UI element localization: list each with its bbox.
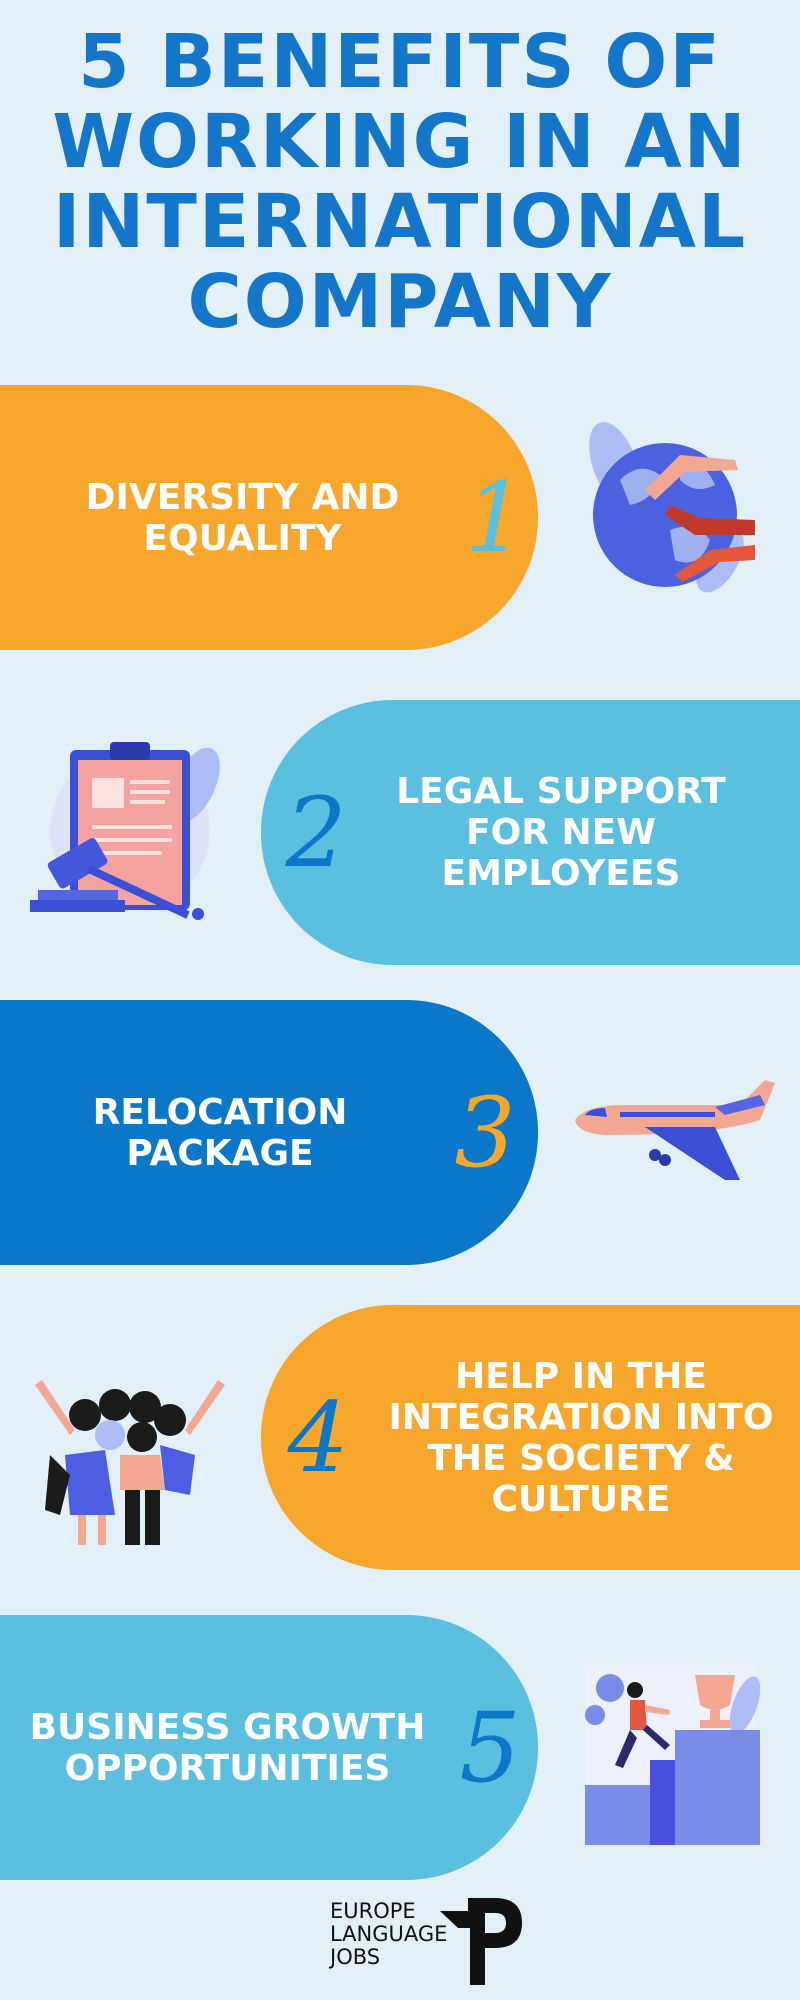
benefit-title: Help in the integration into the society… bbox=[381, 1305, 781, 1570]
logo-line: JOBS bbox=[330, 1945, 381, 1969]
title-line: Working in an bbox=[52, 99, 748, 185]
benefit-title-line: Business growth bbox=[29, 1706, 426, 1748]
benefit-number: 1 bbox=[464, 461, 526, 574]
title-line: 5 Benefits of bbox=[78, 19, 722, 105]
benefit-title-line: opportunities bbox=[64, 1747, 391, 1789]
airplane-icon bbox=[575, 1080, 775, 1180]
clipboard-gavel-icon bbox=[30, 742, 220, 920]
benefit-card-4: 4 Help in the integration into the socie… bbox=[261, 1305, 800, 1570]
benefit-title-line: Legal support bbox=[396, 771, 726, 812]
benefit-title-line: Diversity and bbox=[85, 476, 400, 518]
title-line: Company bbox=[187, 259, 613, 345]
benefit-title-line: integration into bbox=[388, 1396, 774, 1438]
benefit-title-line: employees bbox=[441, 853, 681, 894]
benefit-number: 3 bbox=[454, 1076, 516, 1189]
logo-wordmark: EUROPE LANGUAGE JOBS bbox=[330, 1900, 447, 1969]
benefit-card-2: 2 Legal support for new employees bbox=[261, 700, 800, 965]
page-title: 5 Benefits of Working in an Internationa… bbox=[0, 22, 800, 342]
benefit-number: 4 bbox=[287, 1381, 349, 1494]
globe-hands-icon bbox=[589, 422, 755, 593]
people-group-icon bbox=[35, 1380, 225, 1545]
benefit-title: Legal support for new employees bbox=[371, 700, 751, 965]
benefit-title-line: package bbox=[126, 1132, 314, 1174]
benefit-number: 5 bbox=[459, 1691, 521, 1804]
benefit-title-line: for new bbox=[466, 812, 656, 853]
europe-language-jobs-logo-icon bbox=[440, 1898, 522, 1985]
benefit-title: Diversity and Equality bbox=[60, 385, 425, 650]
logo-line: EUROPE bbox=[330, 1899, 416, 1923]
benefit-card-5: Business growth opportunities 5 bbox=[0, 1615, 538, 1880]
benefit-title-line: Help in the bbox=[455, 1355, 707, 1397]
benefit-number: 2 bbox=[285, 776, 347, 889]
podium-trophy-icon bbox=[585, 1665, 761, 1845]
benefit-card-3: Relocation package 3 bbox=[0, 1000, 538, 1265]
title-line: International bbox=[52, 179, 748, 265]
benefit-title-line: Equality bbox=[143, 517, 342, 559]
benefit-title-line: Relocation bbox=[92, 1091, 348, 1133]
benefit-card-1: Diversity and Equality 1 bbox=[0, 385, 538, 650]
logo-line: LANGUAGE bbox=[330, 1922, 448, 1946]
benefit-title-line: the society & bbox=[427, 1437, 735, 1479]
benefit-title: Relocation package bbox=[40, 1000, 400, 1265]
benefit-title-line: culture bbox=[491, 1478, 671, 1520]
benefit-title: Business growth opportunities bbox=[20, 1615, 435, 1880]
